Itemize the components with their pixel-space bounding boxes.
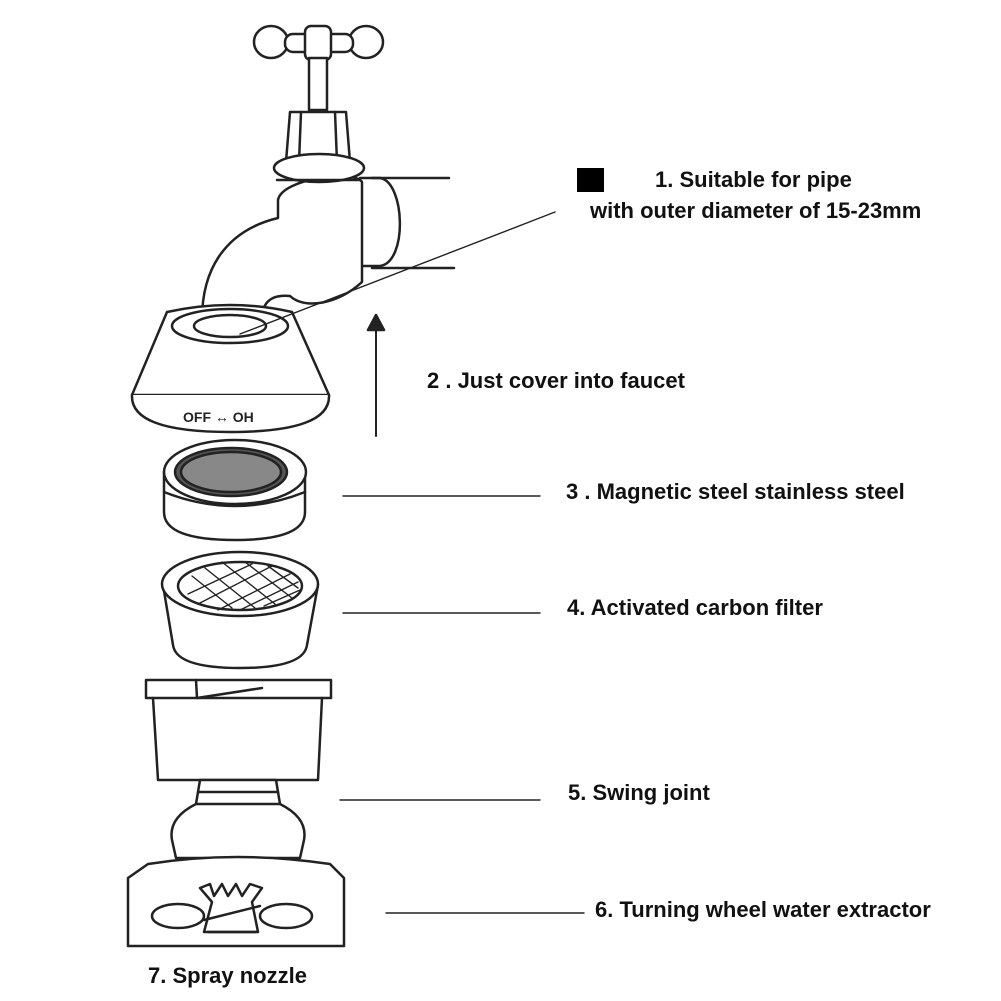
collar-text: OFF ↔ OH (183, 409, 254, 425)
label-3: 3 . Magnetic steel stainless steel (566, 479, 905, 504)
swing-joint-housing (144, 678, 333, 782)
label-6: 6. Turning wheel water extractor (595, 897, 931, 922)
label-1-line-2: with outer diameter of 15-23mm (590, 198, 922, 223)
label-1-line-1: 1. Suitable for pipe (655, 167, 852, 192)
label-7: 7. Spray nozzle (148, 963, 307, 988)
swing-joint-ball (170, 778, 306, 860)
up-arrow-icon (366, 313, 386, 437)
tap-handle (252, 24, 385, 164)
turning-wheel-icon (150, 882, 314, 934)
magnetic-steel-part (162, 438, 308, 542)
nozzle-housing (126, 855, 346, 948)
leader-line-1 (239, 211, 556, 335)
leader-lines (339, 495, 585, 914)
carbon-filter-part (160, 550, 320, 670)
label-4: 4. Activated carbon filter (567, 595, 823, 620)
label-5: 5. Swing joint (568, 780, 710, 805)
faucet-body (200, 152, 456, 340)
label-2: 2 . Just cover into faucet (427, 368, 685, 393)
faucet-collar: OFF ↔ OH (130, 303, 331, 434)
bullet-square-icon (577, 168, 604, 192)
